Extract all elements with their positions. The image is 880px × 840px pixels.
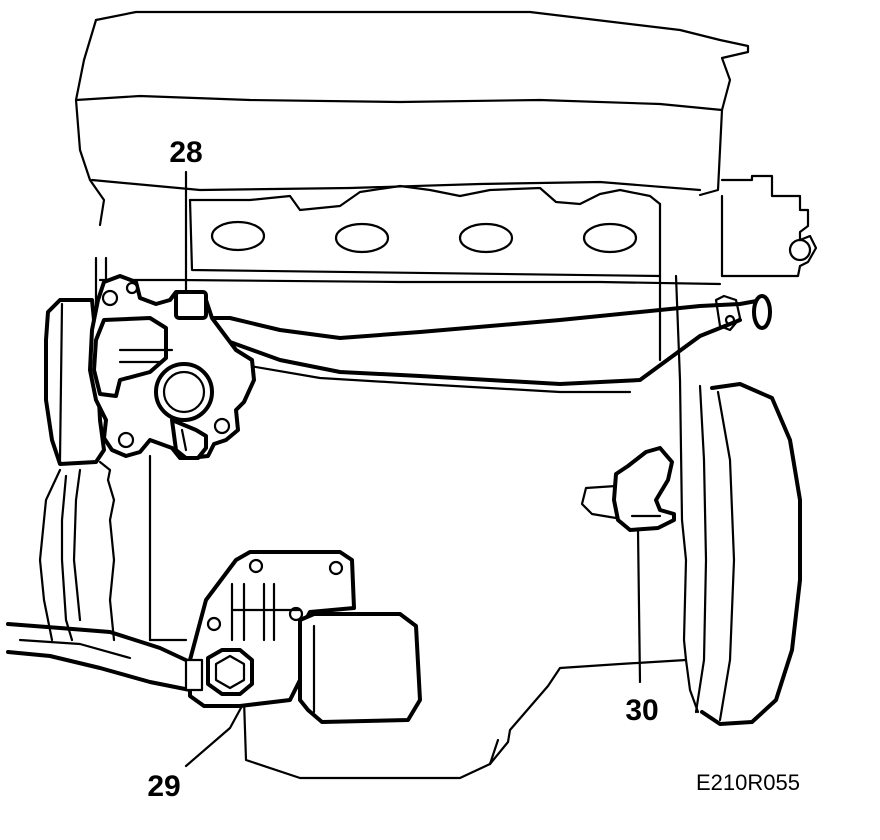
coolant-pipe <box>98 278 772 394</box>
leader-line-30 <box>636 528 642 684</box>
lower-component <box>6 550 422 724</box>
cylinder-head <box>74 10 750 278</box>
right-bracket <box>720 174 818 278</box>
left-pulley <box>38 468 82 642</box>
sensor <box>580 446 676 532</box>
engine-block <box>94 256 688 780</box>
callout-30: 30 <box>625 694 658 727</box>
callout-29: 29 <box>147 770 180 803</box>
leader-lines <box>184 170 642 768</box>
flywheel <box>684 382 802 726</box>
leader-line-29 <box>184 704 244 768</box>
callout-28: 28 <box>169 136 202 169</box>
reference-code: E210R055 <box>696 770 800 795</box>
thermostat-housing <box>44 274 256 466</box>
